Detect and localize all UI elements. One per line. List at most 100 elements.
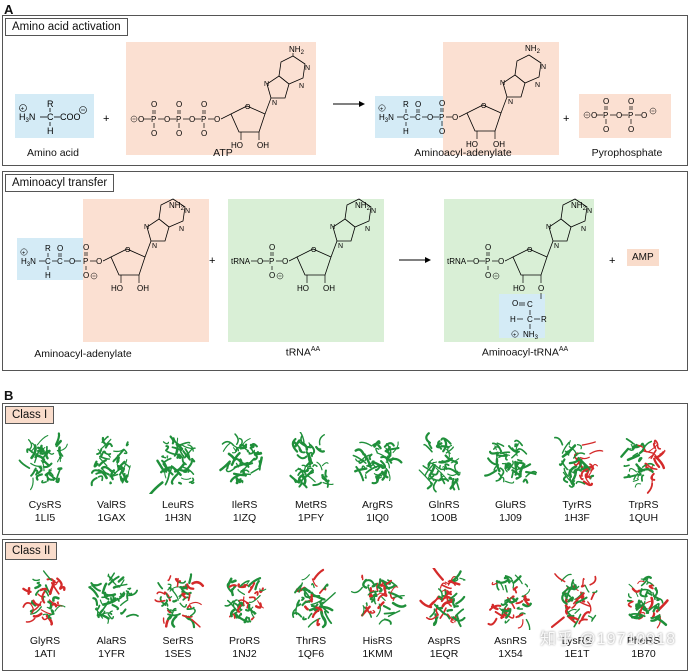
label-trna-sup: AA <box>310 346 321 353</box>
transfer-box: Aminoacyl transfer H3N + C R H C O O P <box>2 171 688 371</box>
activation-box: Amino acid activation H3N + C R H COO + <box>2 15 688 166</box>
protein-structure-alars <box>87 572 139 624</box>
svg-text:OH: OH <box>493 140 505 149</box>
protein-structure-asnrs <box>486 574 532 630</box>
watermark: 知乎 @19710918 <box>540 631 676 648</box>
pdb-id: 1LI5 <box>34 512 56 524</box>
protein-structure-glurs <box>483 439 537 484</box>
svg-text:+: + <box>380 107 383 113</box>
class-ii-title: Class II <box>5 542 58 560</box>
trna-highlight <box>228 199 384 342</box>
svg-text:O: O <box>269 271 275 280</box>
svg-text:HO: HO <box>297 284 309 293</box>
svg-text:N: N <box>299 83 304 90</box>
enzyme-name: SerRS <box>162 635 194 647</box>
pdb-id: 1QF6 <box>297 648 325 660</box>
svg-text:N: N <box>185 208 190 215</box>
svg-text:HO: HO <box>466 140 478 149</box>
svg-text:N: N <box>500 80 505 87</box>
svg-text:OH: OH <box>257 141 269 150</box>
svg-text:O: O <box>57 244 63 253</box>
pdb-id: 1IQ0 <box>366 512 389 524</box>
enzyme-name: TyrRS <box>562 499 592 511</box>
svg-text:O: O <box>201 100 207 109</box>
protein-structure-lysrs <box>550 573 598 629</box>
amp-box: AMP <box>627 249 659 266</box>
plus-3: + <box>209 255 215 267</box>
pdb-id: 1X54 <box>498 648 523 660</box>
svg-text:N: N <box>535 82 540 89</box>
svg-text:P: P <box>269 257 274 266</box>
svg-text:N: N <box>554 243 559 250</box>
svg-text:N: N <box>581 226 586 233</box>
svg-text:N: N <box>546 224 551 231</box>
pdb-id: 1IZQ <box>232 512 257 524</box>
svg-text:NH2: NH2 <box>289 45 305 56</box>
activation-title: Amino acid activation <box>5 18 128 36</box>
pdb-id: 1E1T <box>564 648 590 660</box>
svg-text:NH2: NH2 <box>169 201 185 212</box>
protein-structure-ilers <box>218 433 263 485</box>
svg-text:P: P <box>439 113 444 122</box>
activation-scheme: H3N + C R H COO + O P O O <box>15 42 671 155</box>
svg-text:O: O <box>415 100 421 109</box>
pdb-id: 1QUH <box>628 512 659 524</box>
svg-text:O: O <box>481 103 487 110</box>
svg-text:N: N <box>179 226 184 233</box>
plus-charge: + <box>21 107 25 113</box>
svg-text:H: H <box>403 127 409 136</box>
protein-structure-phers <box>626 575 669 629</box>
svg-text:N: N <box>587 208 592 215</box>
svg-text:O: O <box>311 247 317 254</box>
svg-text:O: O <box>485 243 491 252</box>
protein-structure-tyrrs <box>554 436 604 488</box>
plus-1: + <box>103 113 109 125</box>
pdb-id: 1PFY <box>297 512 325 524</box>
h3n-text: H3N <box>19 112 35 124</box>
svg-text:C: C <box>415 113 421 122</box>
protein-structure-glyrs <box>22 570 66 626</box>
transfer-aminoacyl-highlight <box>17 238 83 280</box>
enzyme-name: GlnRS <box>428 499 460 511</box>
protein-structure-thrrs <box>291 568 336 629</box>
label-pyrophosphate: Pyrophosphate <box>591 147 663 159</box>
svg-text:O: O <box>527 247 533 254</box>
svg-text:O: O <box>616 111 622 120</box>
protein-structure-metrs <box>289 432 334 489</box>
enzyme-name: HisRS <box>362 635 393 647</box>
svg-text:NH3: NH3 <box>523 330 539 341</box>
svg-text:O: O <box>538 284 544 293</box>
svg-text:O: O <box>189 115 195 124</box>
protein-structure-valrs <box>90 435 131 487</box>
enzyme-name: IleRS <box>231 499 258 511</box>
trna-structure: tRNA O P O O O O HO OH NH2 N <box>231 198 376 293</box>
transfer-scheme: H3N + C R H C O O P O O O <box>17 198 615 342</box>
svg-text:P: P <box>151 115 156 124</box>
svg-text:C: C <box>403 113 409 122</box>
svg-text:O: O <box>83 271 89 280</box>
atp-structure: O P O O O P O O O P O O <box>130 45 310 150</box>
svg-text:tRNA: tRNA <box>447 257 467 266</box>
svg-text:N: N <box>541 64 546 71</box>
svg-text:HO: HO <box>111 284 123 293</box>
svg-text:HO: HO <box>513 284 525 293</box>
panel-a-letter: A <box>4 2 14 17</box>
aminoacyl-trna-structure: tRNA O P O O O O HO O O C <box>447 198 592 341</box>
svg-text:C: C <box>57 257 63 266</box>
enzyme-name: AspRS <box>427 635 461 647</box>
svg-text:O: O <box>485 271 491 280</box>
svg-text:O: O <box>603 125 609 134</box>
aminoacyl-adenylate-structure: H3N + C R H C O O P O O O <box>378 44 546 149</box>
